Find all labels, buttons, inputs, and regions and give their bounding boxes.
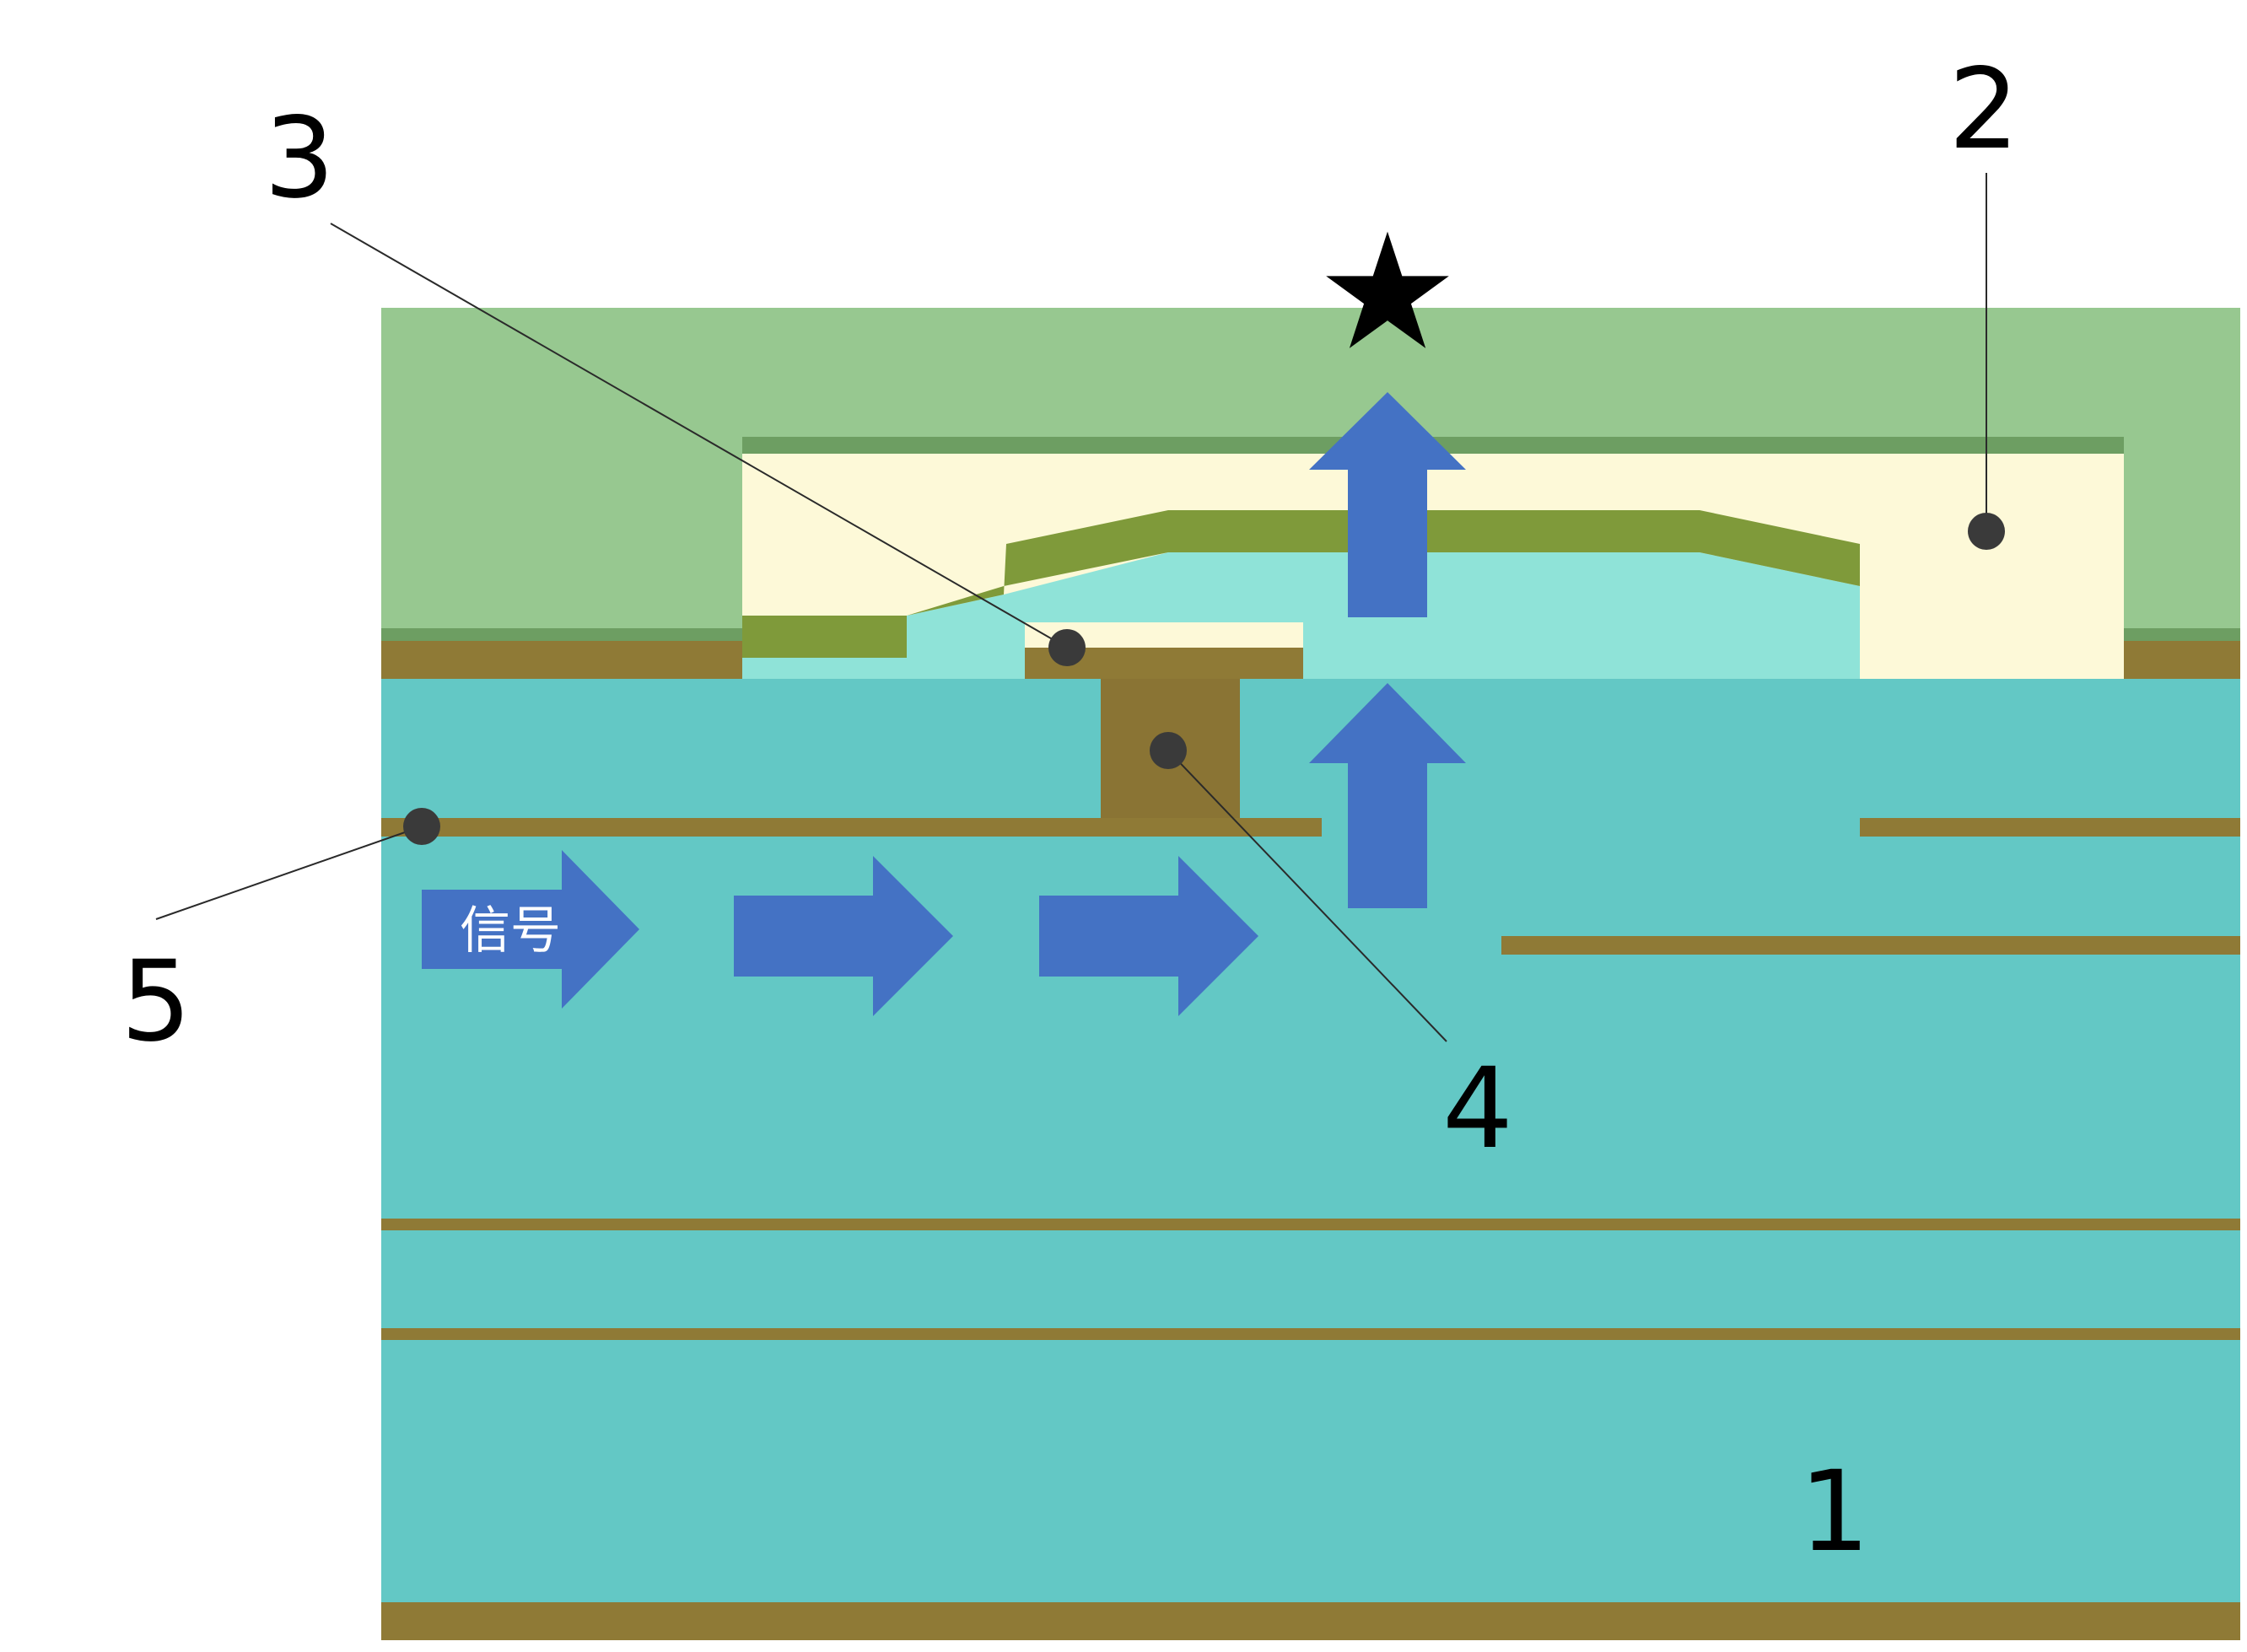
callout-dot-4 [1150,732,1187,769]
bottom-copper [381,1602,2240,1640]
inner-plane-2 [381,1328,2240,1340]
signal-arrow-1 [422,850,639,1009]
callout-label-2: 2 [1948,45,2019,175]
inner-trace-signal-right [1860,818,2240,837]
substrate [381,679,2240,1640]
cavity-fill [742,552,1860,679]
output-star-icon: ★ [1316,199,1459,385]
signal-arrow-3 [1039,856,1258,1016]
inner-trace-signal-left [381,818,1322,837]
callout-dot-2 [1968,513,2005,550]
upward-arrow-upper [1309,392,1466,617]
callout-label-1: 1 [1799,1447,1870,1577]
signal-arrow-2 [734,856,953,1016]
signal-label: 信号 [460,901,561,961]
callout-dot-5 [403,808,440,845]
leader-line-4 [1167,750,1447,1042]
cavity-wall-left [742,616,907,654]
inner-plane-1 [381,1219,2240,1230]
surface-copper-left [381,641,742,679]
callout-label-3: 3 [264,94,335,223]
inner-trace-ground [1501,936,2240,955]
callout-label-4: 4 [1442,1044,1513,1174]
callout-dot-3 [1048,629,1086,666]
callout-label-5: 5 [121,937,191,1067]
upward-arrow-lower [1309,683,1466,908]
leader-line-5 [155,826,423,920]
cavity-wall [742,510,1860,658]
leader-line-3 [330,223,1068,648]
